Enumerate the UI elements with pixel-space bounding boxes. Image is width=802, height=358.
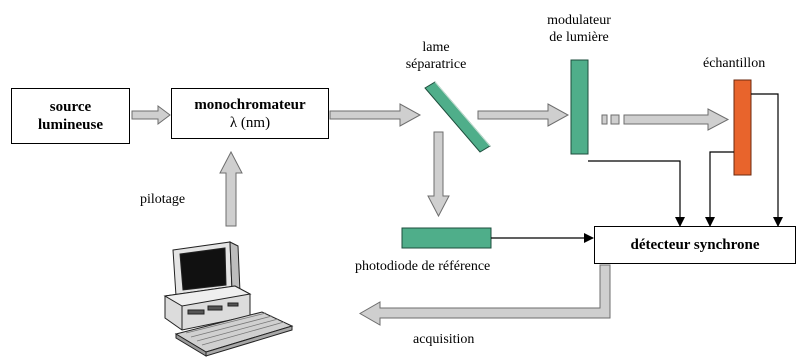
source-label-line2: lumineuse	[37, 117, 103, 133]
detecteur-synchrone-box: détecteur synchrone	[594, 226, 796, 264]
beam-arrow-pilotage	[219, 150, 243, 227]
modulateur-label: modulateur de lumière	[529, 12, 629, 46]
signal-echantillon-to-detector-right	[751, 93, 783, 227]
beam-arrow-lame-to-photodiode	[427, 131, 450, 218]
monochromateur-wavelength: λ (nm)	[229, 114, 271, 131]
modulateur-label-line2: de lumière	[549, 30, 609, 45]
lame-separatrice-plate	[424, 81, 491, 153]
monochromateur-box: monochromateur λ (nm)	[171, 88, 329, 139]
lame-label-line1: lame	[422, 40, 450, 55]
detecteur-label: détecteur synchrone	[630, 237, 760, 253]
echantillon-label: échantillon	[703, 56, 766, 71]
beam-arrow-mono-to-lame	[329, 103, 422, 127]
lame-label-line2: séparatrice	[405, 57, 467, 72]
acquisition-label: acquisition	[413, 332, 475, 347]
pilotage-label: pilotage	[140, 192, 186, 207]
photodiode-label: photodiode de référence	[355, 259, 491, 274]
monochromateur-title: monochromateur	[194, 96, 306, 113]
beam-dash-2	[610, 114, 620, 125]
beam-arrow-lame-to-modulateur	[477, 103, 570, 127]
lame-separatrice-label: lame séparatrice	[398, 39, 474, 73]
beam-arrow-modulateur-to-echantillon	[623, 108, 730, 131]
computer-icon	[163, 241, 294, 357]
source-label-line1: source	[49, 99, 92, 115]
beam-dash-1	[601, 114, 608, 125]
source-lumineuse-box: source lumineuse	[11, 88, 130, 144]
modulateur-label-line1: modulateur	[547, 13, 611, 28]
beam-arrow-acquisition	[358, 264, 611, 326]
signal-echantillon-to-detector-left	[705, 151, 734, 227]
signal-modulateur-to-detector	[588, 160, 685, 227]
beam-arrow-source-to-mono	[131, 105, 171, 125]
echantillon-sample	[733, 79, 752, 176]
photodiode-rect	[401, 227, 492, 249]
modulateur-plate	[570, 59, 589, 155]
